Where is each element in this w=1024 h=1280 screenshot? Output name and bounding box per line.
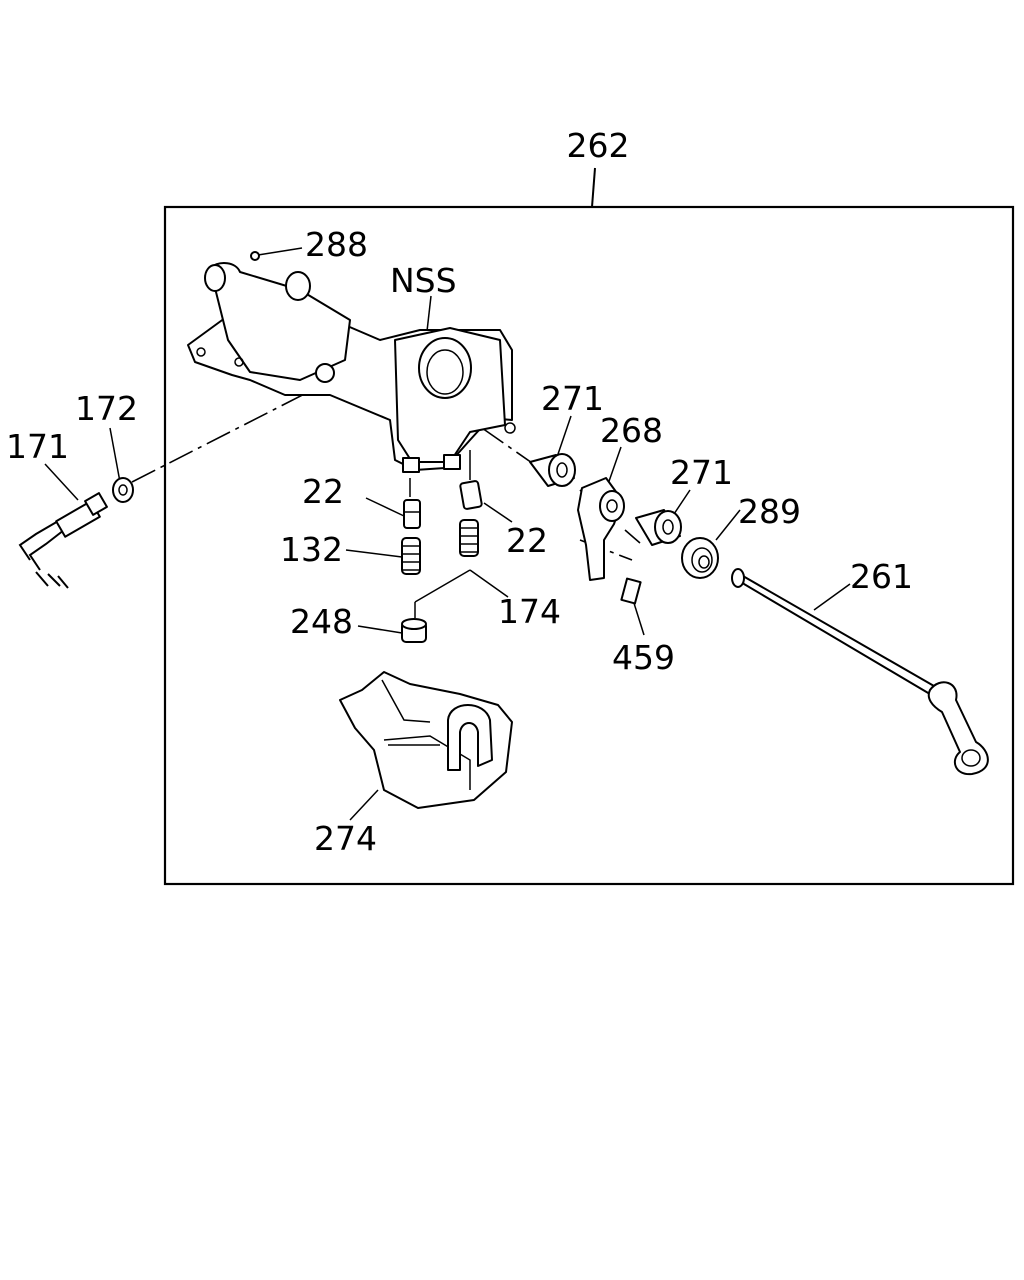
callout-248: 248	[290, 602, 353, 641]
shift-housing-nss	[187, 262, 516, 473]
bushing-271-left	[529, 453, 576, 487]
callout-288: 288	[305, 225, 368, 264]
plunger-22-left	[403, 499, 421, 529]
shaft-261	[731, 568, 989, 776]
callout-171: 171	[6, 427, 69, 466]
cover-274	[339, 671, 513, 809]
callout-271-left: 271	[541, 379, 604, 418]
plunger-22-right	[459, 480, 483, 510]
callout-22-left: 22	[302, 472, 344, 511]
callout-261: 261	[850, 557, 913, 596]
bearing-289	[681, 537, 719, 579]
pin-288	[250, 251, 260, 261]
callout-274: 274	[314, 819, 377, 858]
switch-171	[18, 492, 108, 589]
callout-172: 172	[75, 389, 138, 428]
spring-174	[459, 519, 479, 557]
assembly-frame	[163, 205, 1015, 886]
callout-459: 459	[612, 638, 675, 677]
bushing-271-right	[635, 509, 682, 546]
callout-174: 174	[498, 592, 561, 631]
callout-289: 289	[738, 492, 801, 531]
callout-nss: NSS	[390, 261, 457, 300]
washer-172	[112, 477, 134, 503]
callout-271-right: 271	[670, 453, 733, 492]
spring-132	[401, 537, 421, 575]
callout-262: 262	[567, 126, 630, 165]
plug-248	[401, 618, 427, 643]
callout-132: 132	[280, 530, 343, 569]
callout-268: 268	[600, 411, 663, 450]
callout-22-right: 22	[506, 521, 548, 560]
pin-459	[620, 577, 642, 605]
lever-268	[577, 477, 625, 581]
callout-labels: 262 288 NSS 172 171 271 268 271 289 22 2…	[6, 126, 913, 858]
leader-lines	[44, 167, 851, 821]
